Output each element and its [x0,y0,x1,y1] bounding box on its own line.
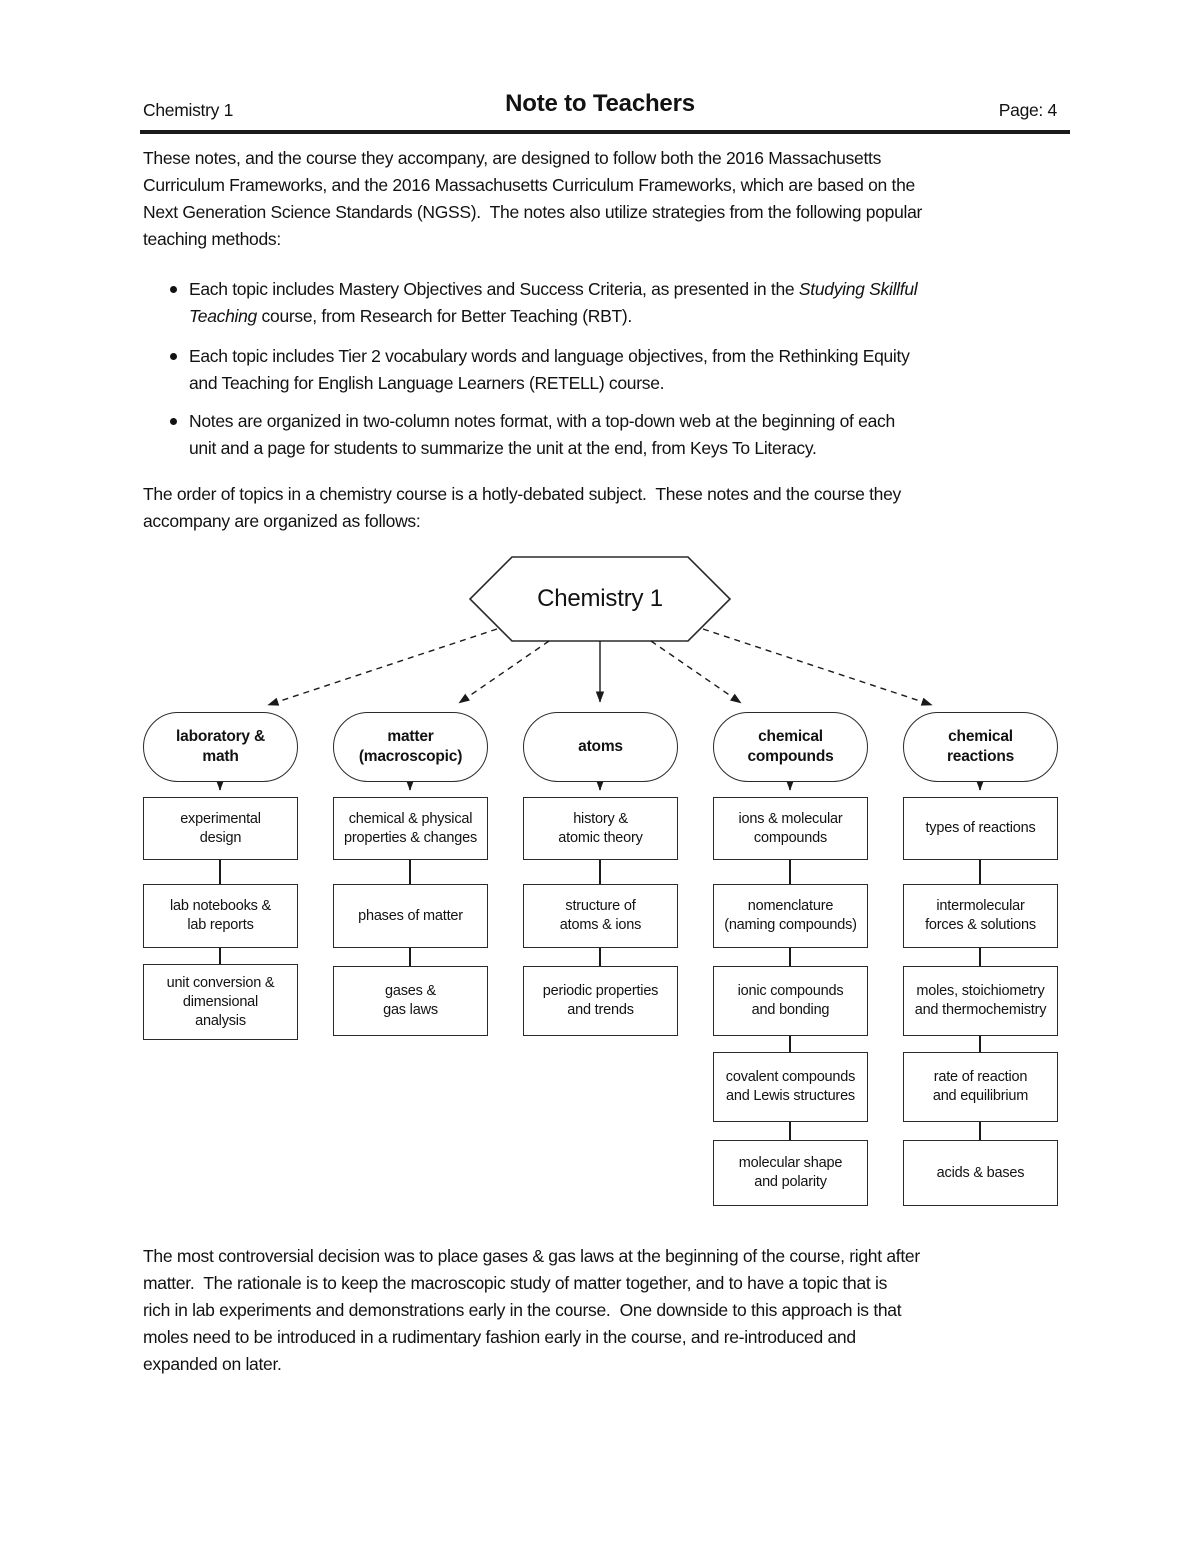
topic-box: nomenclature (naming compounds) [713,884,868,948]
category-box-chemical-reactions: chemical reactions [903,712,1058,782]
topic-box: phases of matter [333,884,488,948]
topic-box: ionic compounds and bonding [713,966,868,1036]
category-box-chemical-compounds: chemical compounds [713,712,868,782]
root-hexagon [468,556,732,642]
bullet-marker [170,286,177,293]
bullet-text: Each topic includes Mastery Objectives a… [189,279,918,326]
bullet-item: Each topic includes Mastery Objectives a… [170,276,1075,330]
topic-box: lab notebooks & lab reports [143,884,298,948]
topic-box: ions & molecular compounds [713,797,868,860]
topic-box: moles, stoichiometry and thermochemistry [903,966,1058,1036]
category-box-laboratory-math: laboratory & math [143,712,298,782]
topic-box: rate of reaction and equilibrium [903,1052,1058,1122]
intro-paragraph: These notes, and the course they accompa… [143,148,923,249]
topic-box: experimental design [143,797,298,860]
topic-box: intermolecular forces & solutions [903,884,1058,948]
category-box-atoms: atoms [523,712,678,782]
topic-box: molecular shape and polarity [713,1140,868,1206]
topic-box: covalent compounds and Lewis structures [713,1052,868,1122]
bullet-marker [170,353,177,360]
bullet-text: Each topic includes Tier 2 vocabulary wo… [189,346,910,393]
topic-box: history & atomic theory [523,797,678,860]
topic-box: periodic properties and trends [523,966,678,1036]
topic-box: gases & gas laws [333,966,488,1036]
closing-paragraph: The most controversial decision was to p… [143,1246,920,1374]
topic-box: chemical & physical properties & changes [333,797,488,860]
header-rule [140,130,1070,134]
header-course-label: Chemistry 1 [143,100,234,120]
order-paragraph: The order of topics in a chemistry cours… [143,484,901,531]
bullet-item: Notes are organized in two-column notes … [170,408,1075,462]
bullet-marker [170,418,177,425]
page-title: Note to Teachers [505,90,695,117]
topic-box: types of reactions [903,797,1058,860]
bullet-text: Notes are organized in two-column notes … [189,411,895,458]
page-number: Page: 4 [998,100,1058,120]
category-box-matter: matter (macroscopic) [333,712,488,782]
topic-box: acids & bases [903,1140,1058,1206]
topic-box: structure of atoms & ions [523,884,678,948]
root-node-label: Chemistry 1 [537,585,663,612]
bullet-item: Each topic includes Tier 2 vocabulary wo… [170,343,1075,397]
topic-box: unit conversion & dimensional analysis [143,964,298,1040]
